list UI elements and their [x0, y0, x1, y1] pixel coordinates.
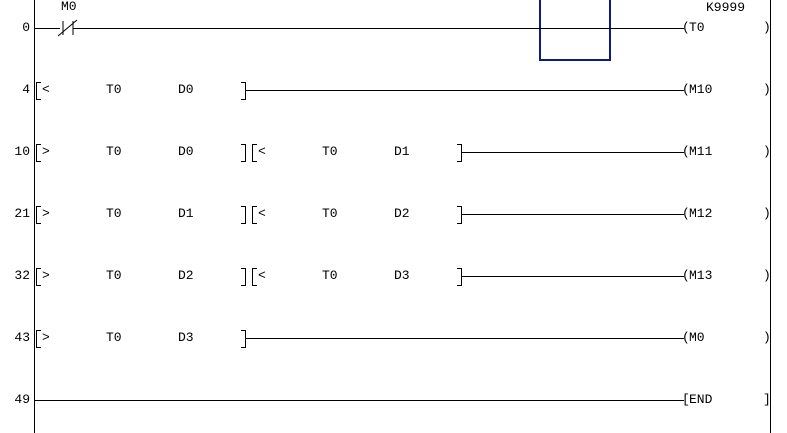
compare-operand-2[interactable]: D0	[178, 82, 194, 97]
compare-operator[interactable]: >	[42, 206, 50, 221]
coil-label[interactable]: M0	[689, 330, 705, 345]
rung-wire	[462, 276, 684, 277]
compare-operand-1[interactable]: T0	[322, 206, 338, 221]
coil-label[interactable]: END	[689, 392, 713, 407]
coil-label[interactable]: M13	[689, 268, 713, 283]
compare-operator[interactable]: <	[42, 82, 50, 97]
compare-open-bracket[interactable]	[252, 206, 257, 224]
coil-close[interactable]: )	[763, 144, 771, 159]
rung-wire	[462, 214, 684, 215]
compare-close-bracket[interactable]	[241, 206, 246, 224]
compare-operand-2[interactable]: D0	[178, 144, 194, 159]
compare-operand-2[interactable]: D2	[178, 268, 194, 283]
coil-close[interactable]: )	[763, 82, 771, 97]
coil-label[interactable]: T0	[689, 20, 705, 35]
coil-open[interactable]: (	[682, 144, 690, 159]
step-number: 10	[14, 144, 30, 159]
compare-operand-1[interactable]: T0	[106, 82, 122, 97]
compare-open-bracket[interactable]	[36, 144, 41, 162]
step-number: 0	[22, 20, 30, 35]
coil-label[interactable]: M12	[689, 206, 713, 221]
compare-open-bracket[interactable]	[252, 144, 257, 162]
coil-close[interactable]: ]	[763, 392, 771, 407]
rung-wire	[462, 152, 684, 153]
coil-close[interactable]: )	[763, 330, 771, 345]
rung-wire	[73, 28, 684, 29]
compare-close-bracket[interactable]	[457, 268, 462, 286]
compare-operator[interactable]: <	[258, 206, 266, 221]
timer-setting[interactable]: K9999	[706, 0, 746, 15]
step-number: 49	[14, 392, 30, 407]
step-number: 43	[14, 330, 30, 345]
coil-label[interactable]: M10	[689, 82, 713, 97]
compare-operand-1[interactable]: T0	[106, 330, 122, 345]
compare-open-bracket[interactable]	[252, 268, 257, 286]
compare-operand-1[interactable]: T0	[106, 268, 122, 283]
compare-operator[interactable]: <	[258, 144, 266, 159]
coil-open[interactable]: (	[682, 82, 690, 97]
left-power-rail	[34, 0, 35, 433]
coil-close[interactable]: )	[763, 268, 771, 283]
compare-operand-1[interactable]: T0	[106, 144, 122, 159]
rung-wire	[246, 90, 684, 91]
coil-open[interactable]: (	[682, 206, 690, 221]
right-power-rail	[770, 0, 771, 433]
compare-operand-2[interactable]: D3	[178, 330, 194, 345]
step-number: 32	[14, 268, 30, 283]
compare-operator[interactable]: <	[258, 268, 266, 283]
rung-wire	[246, 338, 684, 339]
compare-close-bracket[interactable]	[241, 268, 246, 286]
compare-open-bracket[interactable]	[36, 206, 41, 224]
compare-close-bracket[interactable]	[457, 144, 462, 162]
compare-operand-2[interactable]: D1	[178, 206, 194, 221]
compare-close-bracket[interactable]	[241, 82, 246, 100]
coil-open[interactable]: [	[682, 392, 690, 407]
compare-operand-1[interactable]: T0	[322, 144, 338, 159]
coil-open[interactable]: (	[682, 20, 690, 35]
compare-operator[interactable]: >	[42, 268, 50, 283]
rung-wire	[35, 400, 684, 401]
coil-open[interactable]: (	[682, 330, 690, 345]
step-number: 4	[22, 82, 30, 97]
step-number: 21	[14, 206, 30, 221]
compare-operand-1[interactable]: T0	[322, 268, 338, 283]
compare-close-bracket[interactable]	[457, 206, 462, 224]
compare-open-bracket[interactable]	[36, 330, 41, 348]
rung-wire	[35, 28, 60, 29]
compare-operator[interactable]: >	[42, 330, 50, 345]
compare-operand-2[interactable]: D3	[394, 268, 410, 283]
edit-cursor[interactable]	[539, 0, 611, 61]
compare-operand-2[interactable]: D1	[394, 144, 410, 159]
compare-operand-2[interactable]: D2	[394, 206, 410, 221]
compare-operand-1[interactable]: T0	[106, 206, 122, 221]
coil-close[interactable]: )	[763, 20, 771, 35]
coil-open[interactable]: (	[682, 268, 690, 283]
compare-open-bracket[interactable]	[36, 268, 41, 286]
compare-close-bracket[interactable]	[241, 330, 246, 348]
compare-operator[interactable]: >	[42, 144, 50, 159]
contact-label[interactable]: M0	[61, 0, 77, 14]
compare-open-bracket[interactable]	[36, 82, 41, 100]
coil-close[interactable]: )	[763, 206, 771, 221]
compare-close-bracket[interactable]	[241, 144, 246, 162]
coil-label[interactable]: M11	[689, 144, 713, 159]
